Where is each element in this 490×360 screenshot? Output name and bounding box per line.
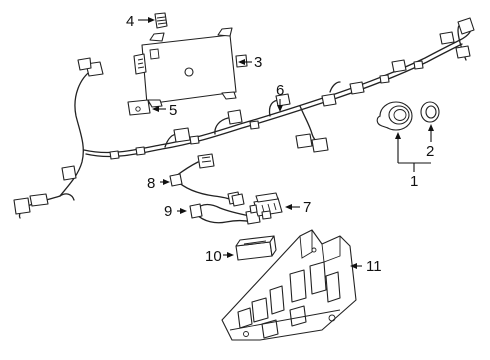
svg-text:6: 6 — [276, 82, 284, 99]
svg-text:7: 7 — [303, 199, 311, 216]
callout-5: 5 — [152, 102, 177, 119]
callout-6: 6 — [276, 82, 284, 112]
callout-3: 3 — [238, 54, 262, 71]
svg-text:5: 5 — [169, 102, 177, 119]
switch-part — [127, 99, 151, 116]
svg-text:1: 1 — [410, 173, 418, 190]
mounting-bracket-part — [221, 229, 357, 341]
callout-9: 9 — [164, 203, 187, 220]
sensor-module-part — [235, 235, 277, 261]
sensor-retainer-ring-part — [420, 101, 440, 123]
svg-text:11: 11 — [366, 258, 382, 275]
svg-text:8: 8 — [147, 175, 155, 192]
callout-11: 11 — [350, 258, 382, 275]
callout-7: 7 — [285, 199, 311, 216]
connector-part — [249, 192, 283, 220]
svg-text:3: 3 — [254, 54, 262, 71]
svg-text:10: 10 — [205, 248, 222, 265]
park-assist-sensor-part — [376, 101, 413, 131]
harness-segment-9-part — [189, 193, 261, 225]
callout-8: 8 — [147, 175, 170, 192]
module-bolt-part — [154, 12, 168, 29]
harness-segment-8-part — [169, 153, 241, 205]
callout-1: 1 — [395, 132, 431, 190]
callout-10: 10 — [205, 248, 234, 265]
svg-text:4: 4 — [126, 13, 134, 30]
callout-4: 4 — [126, 13, 155, 30]
wire-harness-part — [13, 17, 475, 219]
control-module-part — [133, 27, 248, 108]
svg-text:2: 2 — [426, 143, 434, 160]
callout-2: 2 — [426, 124, 434, 160]
svg-text:9: 9 — [164, 203, 172, 220]
